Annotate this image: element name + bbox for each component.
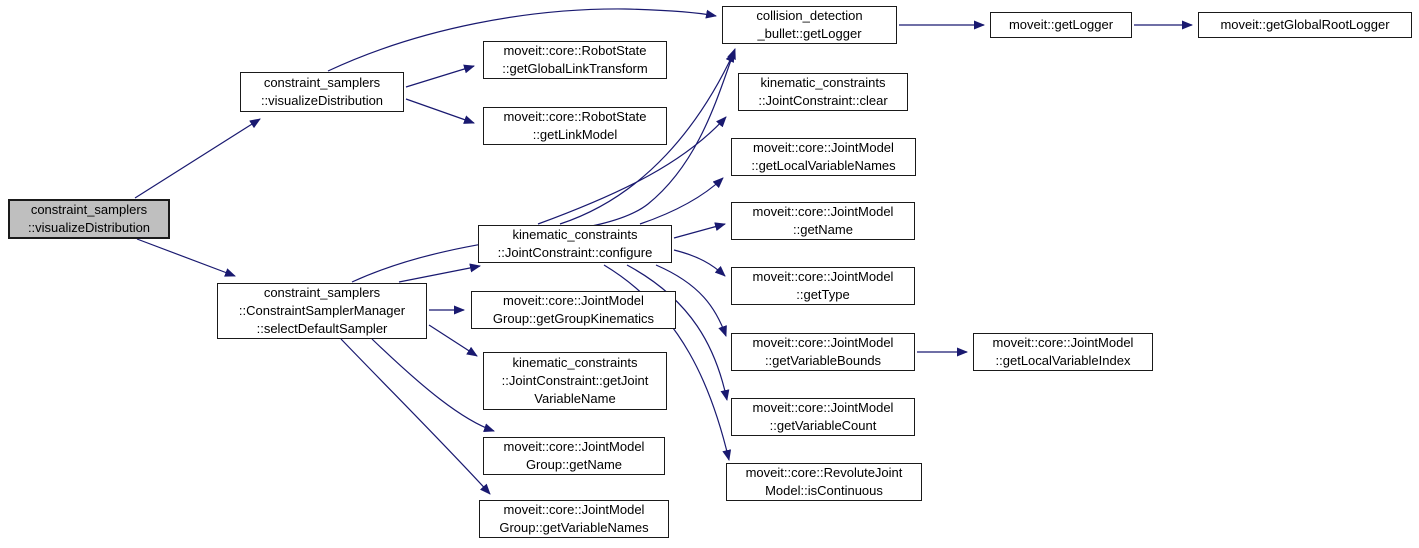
node-joint-model-group-get-variable-names[interactable]: moveit::core::JointModel Group::getVaria…: [479, 500, 669, 538]
node-joint-model-get-name[interactable]: moveit::core::JointModel ::getName: [731, 202, 915, 240]
node-joint-constraint-configure[interactable]: kinematic_constraints ::JointConstraint:…: [478, 225, 672, 263]
node-joint-model-group-get-name[interactable]: moveit::core::JointModel Group::getName: [483, 437, 665, 475]
node-visualize-distribution[interactable]: constraint_samplers ::visualizeDistribut…: [240, 72, 404, 112]
node-root-visualize-distribution: constraint_samplers ::visualizeDistribut…: [8, 199, 170, 239]
edge-configure-to-bullet-get-logger: [559, 51, 735, 225]
edge-select-default-sampler-to-get-joint-variable-name: [428, 324, 478, 357]
node-joint-model-get-type[interactable]: moveit::core::JointModel ::getType: [731, 267, 915, 305]
node-joint-constraint-clear[interactable]: kinematic_constraints ::JointConstraint:…: [738, 73, 908, 111]
edge-visualize-distribution-to-bullet-get-logger: [327, 8, 717, 72]
edge-select-default-sampler-to-joint-model-group-get-name: [371, 338, 495, 432]
node-get-variable-bounds[interactable]: moveit::core::JointModel ::getVariableBo…: [731, 333, 915, 371]
edge-visualize-distribution-to-get-global-link-transform: [405, 64, 475, 88]
edge-select-default-sampler-to-get-variable-names: [340, 338, 491, 495]
edge-configure-to-is-continuous: [603, 264, 732, 461]
edge-visualize-distribution-to-get-link-model: [405, 98, 475, 124]
edge-root-to-visualize-distribution: [134, 118, 261, 199]
node-get-joint-variable-name[interactable]: kinematic_constraints ::JointConstraint:…: [483, 352, 667, 410]
node-robot-state-get-global-link-transform[interactable]: moveit::core::RobotState ::getGlobalLink…: [483, 41, 667, 79]
node-get-global-root-logger[interactable]: moveit::getGlobalRootLogger: [1198, 12, 1412, 38]
node-get-group-kinematics[interactable]: moveit::core::JointModel Group::getGroup…: [471, 291, 676, 329]
edge-configure-to-joint-model-get-type: [673, 249, 726, 277]
edge-configure-to-get-variable-count: [626, 264, 730, 401]
edge-select-default-sampler-to-configure: [398, 263, 481, 283]
node-get-local-variable-index[interactable]: moveit::core::JointModel ::getLocalVaria…: [973, 333, 1153, 371]
edge-configure-to-joint-constraint-clear: [537, 116, 727, 225]
edge-root-to-select-default-sampler: [136, 238, 236, 277]
node-select-default-sampler[interactable]: constraint_samplers ::ConstraintSamplerM…: [217, 283, 427, 339]
edge-select-default-sampler-to-bullet-get-logger: [351, 48, 736, 283]
node-moveit-get-logger[interactable]: moveit::getLogger: [990, 12, 1132, 38]
node-revolute-joint-model-is-continuous[interactable]: moveit::core::RevoluteJoint Model::isCon…: [726, 463, 922, 501]
edge-configure-to-joint-model-get-name: [673, 222, 726, 239]
node-get-variable-count[interactable]: moveit::core::JointModel ::getVariableCo…: [731, 398, 915, 436]
node-bullet-get-logger[interactable]: collision_detection _bullet::getLogger: [722, 6, 897, 44]
node-robot-state-get-link-model[interactable]: moveit::core::RobotState ::getLinkModel: [483, 107, 667, 145]
node-get-local-variable-names[interactable]: moveit::core::JointModel ::getLocalVaria…: [731, 138, 916, 176]
edge-configure-to-get-variable-bounds: [655, 264, 727, 337]
edge-configure-to-get-local-variable-names: [639, 177, 724, 225]
